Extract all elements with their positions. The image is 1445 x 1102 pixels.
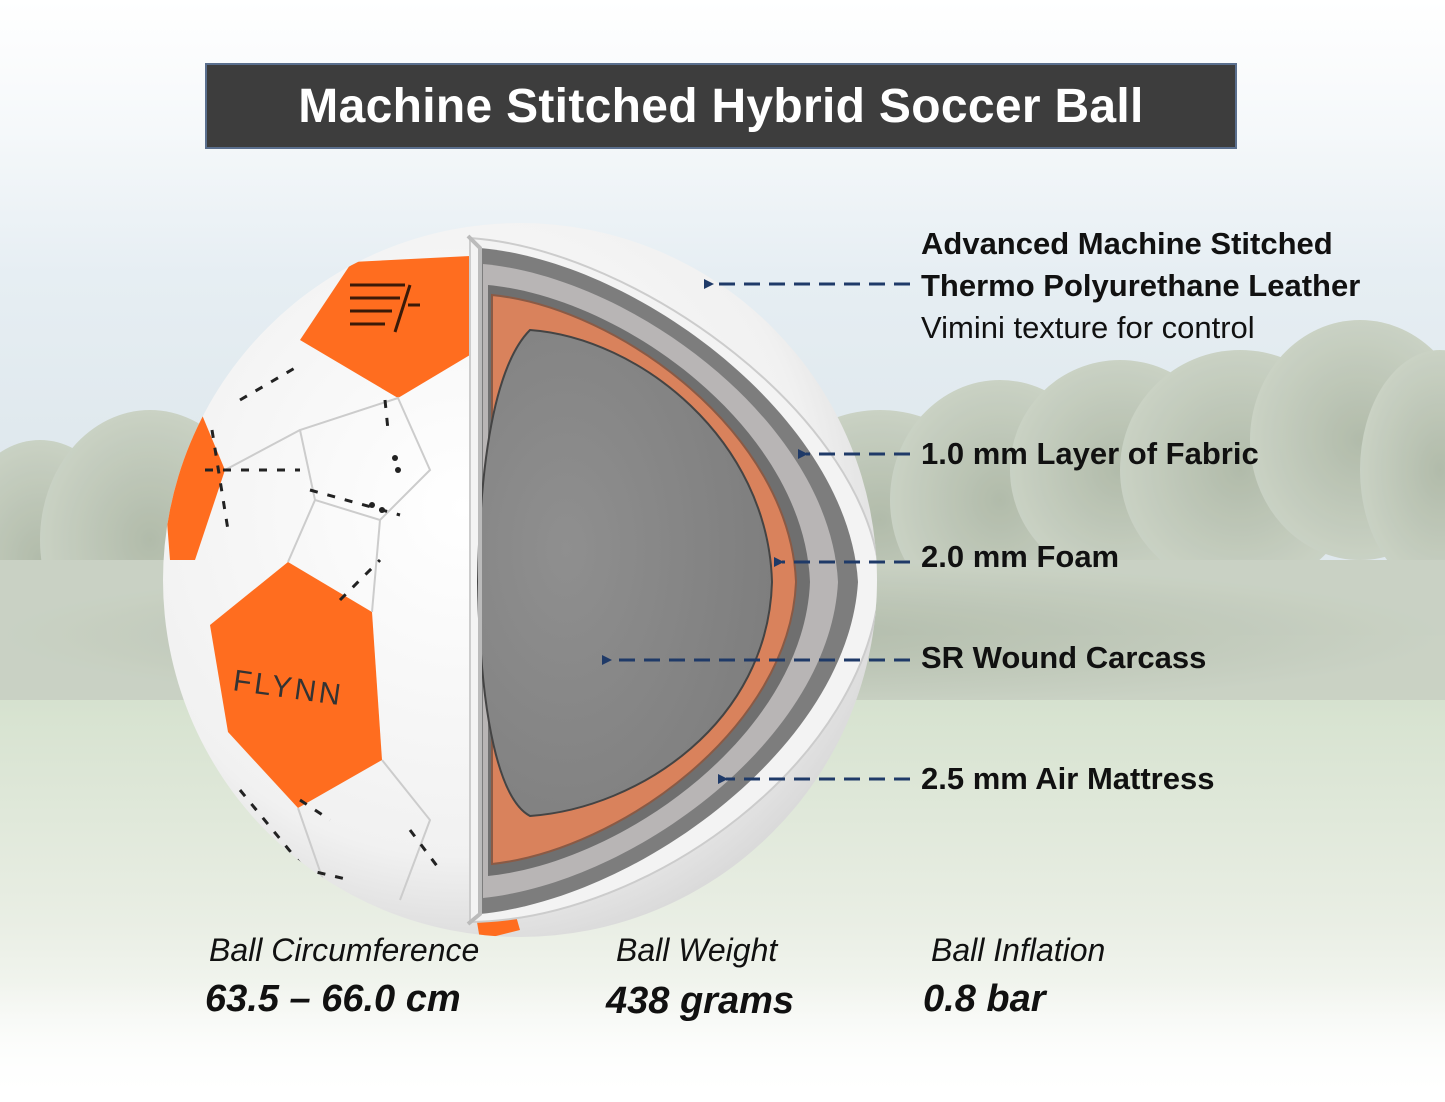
spec-inflation-value: 0.8 bar [923, 978, 1046, 1020]
spec-inflation-label: Ball Inflation [931, 932, 1106, 968]
orange-panel-top [300, 256, 485, 398]
label-carcass: SR Wound Carcass [921, 640, 1207, 675]
brand-logo-icon [350, 283, 420, 333]
label-leather-subtitle: Vimini texture for control [921, 310, 1255, 345]
spec-weight-value: 438 grams [606, 980, 795, 1022]
orange-panel-bottom [210, 562, 382, 808]
cut-edge [466, 234, 482, 926]
label-foam: 2.0 mm Foam [921, 539, 1120, 574]
spec-circumference-value: 63.5 – 66.0 cm [205, 978, 461, 1020]
spec-circumference-label: Ball Circumference [209, 932, 480, 968]
spec-weight-label: Ball Weight [616, 932, 778, 968]
title-banner: Machine Stitched Hybrid Soccer Ball [205, 63, 1237, 149]
label-fabric: 1.0 mm Layer of Fabric [921, 436, 1259, 471]
carcass-core [476, 328, 774, 818]
label-leather-line1: Advanced Machine Stitched [921, 226, 1333, 261]
label-leather-line2: Thermo Polyurethane Leather [921, 268, 1361, 303]
label-air-mattress: 2.5 mm Air Mattress [921, 761, 1215, 796]
page-title: Machine Stitched Hybrid Soccer Ball [298, 79, 1144, 133]
